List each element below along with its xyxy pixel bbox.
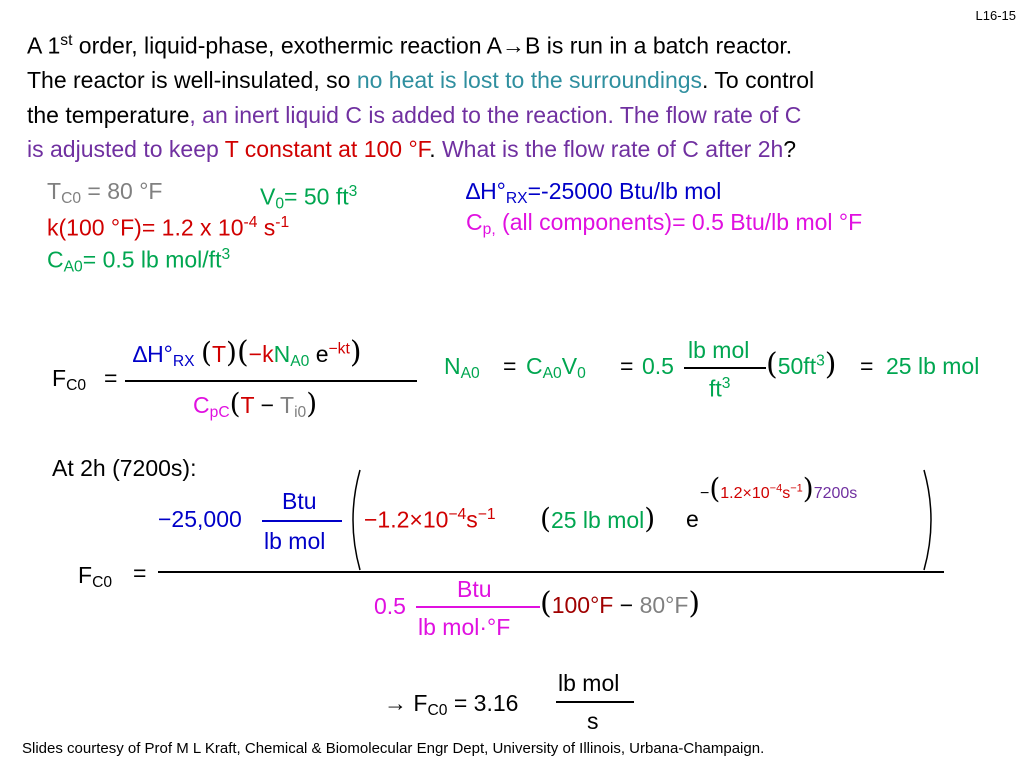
eq3-big-paren-left — [352, 469, 361, 571]
eq1-lhs: FC0 — [52, 365, 87, 394]
eq2-fraction-bar — [684, 367, 766, 369]
problem-text: . — [429, 136, 442, 163]
problem-line-4: is adjusted to keep T constant at 100 °F… — [27, 132, 1017, 167]
problem-text: is adjusted to keep — [27, 136, 225, 163]
arrow-icon: → — [502, 32, 525, 59]
eq3-moles: (25 lb mol) — [540, 502, 656, 535]
given-heat-capacity: Cp, (all components)= 0.5 Btu/lb mol °F — [466, 209, 863, 238]
given-ca0: CA0= 0.5 lb mol/ft3 — [47, 246, 231, 276]
problem-text: ? — [783, 136, 797, 163]
problem-text: the temperature — [27, 101, 190, 128]
footer-credit: Slides courtesy of Prof M L Kraft, Chemi… — [22, 740, 765, 757]
given-v0: V0= 50 ft3 — [260, 183, 358, 213]
eq2-unit-numerator: lb mol — [688, 337, 750, 363]
result-unit-denominator: s — [587, 708, 599, 734]
result-unit-numerator: lb mol — [558, 670, 620, 696]
eq3-heat-capacity-bar — [416, 606, 540, 608]
eq3-equals: = — [133, 560, 147, 586]
result-line: → FC0 = 3.16 — [384, 690, 519, 719]
problem-question: What is the flow rate of C after 2h — [441, 136, 784, 163]
eq2-equals-1: = — [503, 353, 517, 379]
eq1-denominator: CpC(T − Ti0) — [193, 387, 318, 421]
eq1-fraction-bar — [125, 380, 417, 382]
eq2-ca0-v0: CA0V0 — [526, 353, 586, 382]
problem-text: A 1 — [27, 32, 61, 59]
problem-line-3: the temperature, an inert liquid C is ad… — [27, 98, 1017, 133]
slide-number: L16-15 — [975, 8, 1016, 23]
highlight-no-heat-loss: no heat is lost to the surroundings — [356, 67, 703, 94]
at-2h-label: At 2h (7200s): — [52, 455, 197, 481]
eq2-result: 25 lb mol — [886, 353, 980, 379]
result-fraction-bar — [556, 701, 634, 703]
eq3-exp-base: e — [686, 506, 699, 532]
problem-text: order, liquid-phase, exothermic reaction… — [72, 32, 502, 59]
given-rate-constant: k(100 °F)= 1.2 x 10-4 s-1 — [47, 214, 290, 241]
eq3-temperature-difference: (100°F − 80°F) — [540, 586, 701, 621]
eq3-lhs: FC0 — [78, 562, 113, 591]
eq3-rate-constant: −1.2×10−4s−1 — [364, 506, 496, 533]
eq3-delta-h-value: −25,000 — [158, 506, 242, 532]
eq2-equals-3: = — [860, 353, 874, 379]
eq1-numerator: ∆H°RX (T)(−kNA0 e−kt) — [133, 335, 362, 370]
problem-line-2: The reactor is well-insulated, so no hea… — [27, 63, 1017, 98]
highlight-inert-liquid: , an inert liquid C is added to the reac… — [189, 101, 802, 128]
eq2-coefficient: 0.5 — [642, 353, 674, 379]
problem-text: The reactor is well-insulated, so — [27, 67, 357, 94]
problem-text: . To control — [702, 67, 815, 94]
highlight-constant-temp: T constant at 100 °F — [224, 136, 430, 163]
eq2-volume: (50ft3) — [766, 347, 837, 382]
eq3-heat-capacity-unit-den: lb mol·°F — [418, 614, 511, 640]
superscript: st — [60, 32, 73, 49]
eq3-heat-capacity-value: 0.5 — [374, 593, 406, 619]
problem-statement: A 1st order, liquid-phase, exothermic re… — [27, 24, 1017, 167]
eq3-big-paren-right — [923, 469, 932, 571]
eq1-equals: = — [104, 365, 118, 391]
eq2-unit-denominator: ft3 — [709, 375, 731, 402]
given-delta-h: ∆H°RX=-25000 Btu/lb mol — [466, 178, 722, 207]
eq3-main-fraction-bar — [158, 571, 944, 573]
problem-line-1: A 1st order, liquid-phase, exothermic re… — [27, 24, 1017, 63]
eq3-delta-h-unit-num: Btu — [282, 488, 317, 514]
eq2-na0: NA0 — [444, 353, 480, 382]
eq2-equals-2: = — [620, 353, 634, 379]
eq3-heat-capacity-unit-num: Btu — [457, 576, 492, 602]
given-tc0: TC0 = 80 °F — [47, 178, 163, 207]
eq3-delta-h-bar — [262, 520, 342, 522]
eq3-exponent: −(1.2×10−4s−1)7200s — [700, 472, 858, 505]
problem-text: B is run in a batch reactor. — [525, 32, 793, 59]
eq3-delta-h-unit-den: lb mol — [264, 528, 326, 554]
